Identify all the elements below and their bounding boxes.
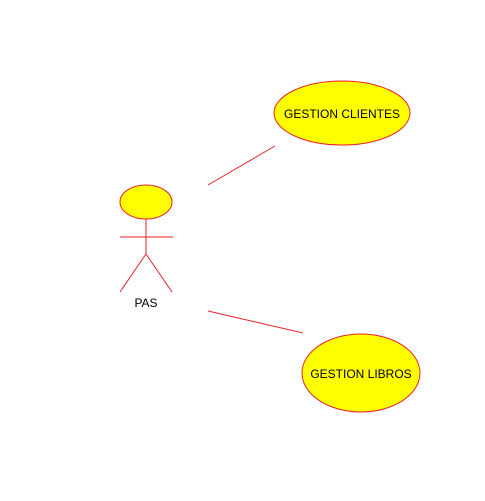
- use-case-gestion-clientes[interactable]: GESTION CLIENTES: [273, 80, 411, 146]
- actor-right-leg: [145, 253, 173, 293]
- association-gestion-libros: [207, 310, 304, 334]
- use-case-gestion-libros[interactable]: GESTION LIBROS: [301, 333, 421, 413]
- actor-pas[interactable]: PAS: [119, 184, 173, 310]
- actor-left-leg: [119, 253, 147, 293]
- use-case-ellipse: [301, 333, 421, 413]
- use-case-label: GESTION LIBROS: [310, 367, 411, 381]
- actor-head: [119, 184, 173, 220]
- actor-label: PAS: [134, 296, 157, 310]
- use-case-label: GESTION CLIENTES: [284, 107, 400, 121]
- use-case-ellipse: [273, 80, 411, 146]
- association-gestion-clientes: [207, 145, 276, 186]
